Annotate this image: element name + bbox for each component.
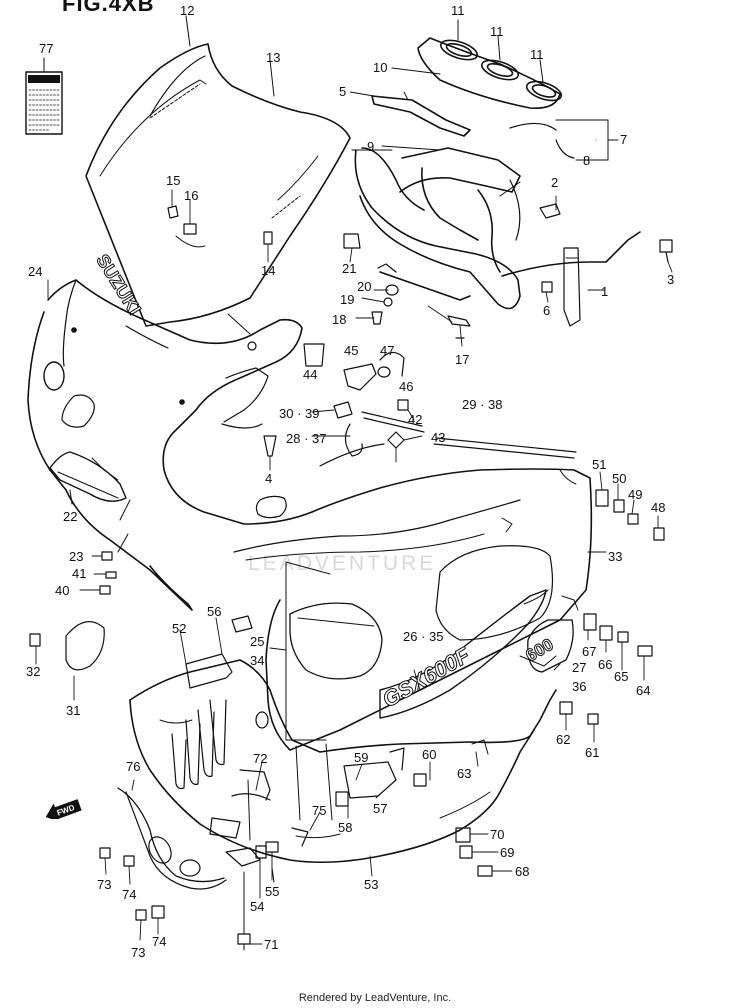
callout-4: 4 [265, 471, 273, 486]
callout-28-37: 28 · 37 [286, 431, 327, 446]
callout-36: 36 [572, 679, 587, 694]
meter-housing [391, 19, 619, 161]
windshield: SUZUKI [85, 15, 351, 327]
callout-12: 12 [180, 3, 195, 18]
callout-11a: 11 [451, 3, 465, 18]
callout-41: 41 [72, 566, 87, 581]
callout-60: 60 [422, 747, 437, 762]
callout-56: 56 [207, 604, 222, 619]
callout-51: 51 [592, 457, 607, 472]
callout-50: 50 [612, 471, 627, 486]
callout-5: 5 [339, 84, 347, 99]
callout-64: 64 [636, 683, 651, 698]
callout-48: 48 [651, 500, 666, 515]
callout-11c: 11 [530, 47, 544, 62]
callout-70: 70 [490, 827, 505, 842]
callout-58: 58 [338, 820, 353, 835]
callout-25: 25 [250, 634, 265, 649]
callout-32: 32 [26, 664, 41, 679]
callout-24: 24 [28, 264, 43, 279]
callout-69: 69 [500, 845, 515, 860]
callout-73a: 73 [97, 877, 112, 892]
callout-45: 45 [344, 343, 359, 358]
callout-29-38: 29 · 38 [462, 397, 503, 412]
callout-71: 71 [264, 937, 279, 952]
callout-16: 16 [184, 188, 199, 203]
callout-74b: 74 [152, 934, 167, 949]
callout-47: 47 [380, 343, 395, 358]
callout-59: 59 [354, 750, 369, 765]
callout-77: 77 [39, 41, 54, 56]
callout-43: 43 [431, 430, 446, 445]
fairing-stay [351, 95, 641, 327]
callout-21: 21 [342, 261, 357, 276]
callout-63: 63 [457, 766, 472, 781]
callout-66: 66 [598, 657, 613, 672]
callout-75: 75 [312, 803, 327, 818]
callout-53: 53 [364, 877, 379, 892]
callout-61: 61 [585, 745, 600, 760]
callout-76: 76 [126, 759, 141, 774]
callout-20: 20 [357, 279, 372, 294]
forward-arrow-icon: FWD [45, 799, 82, 819]
callout-9: 9 [367, 139, 375, 154]
callout-62: 62 [556, 732, 571, 747]
lower-cowling [117, 659, 557, 951]
callout-8: 8 [583, 153, 591, 168]
figure-number: FIG.4XB [62, 0, 155, 16]
callout-33: 33 [608, 549, 623, 564]
callout-23: 23 [69, 549, 84, 564]
callout-40: 40 [55, 583, 70, 598]
callout-57: 57 [373, 801, 388, 816]
callout-72: 72 [253, 751, 268, 766]
callout-2: 2 [551, 175, 559, 190]
callout-74a: 74 [122, 887, 137, 902]
callout-73b: 73 [131, 945, 146, 960]
callout-15: 15 [166, 173, 181, 188]
callout-1: 1 [601, 284, 609, 299]
callout-26-35: 26 · 35 [403, 629, 444, 644]
callout-3: 3 [667, 272, 675, 287]
callout-42: 42 [408, 412, 423, 427]
callout-19: 19 [340, 292, 355, 307]
callout-14: 14 [261, 263, 276, 278]
warning-label [25, 57, 63, 135]
callout-34: 34 [250, 653, 265, 668]
callout-13: 13 [266, 50, 281, 65]
callout-49: 49 [628, 487, 643, 502]
callout-44: 44 [303, 367, 318, 382]
callout-17: 17 [455, 352, 470, 367]
watermark: LEADVENTURE [248, 552, 437, 575]
callout-7: 7 [620, 132, 628, 147]
callout-67: 67 [582, 644, 597, 659]
callout-11b: 11 [490, 24, 504, 39]
callout-55: 55 [265, 884, 280, 899]
callout-27: 27 [572, 660, 587, 675]
upper-cowling [27, 279, 607, 751]
callout-68: 68 [515, 864, 530, 879]
hardware [29, 91, 673, 945]
callout-65: 65 [614, 669, 629, 684]
callout-22: 22 [63, 509, 78, 524]
callout-18: 18 [332, 312, 347, 327]
side-stripe: GSX600F 600 [378, 589, 574, 719]
callout-52: 52 [172, 621, 187, 636]
callout-30-39: 30 · 39 [279, 406, 320, 421]
callout-46: 46 [399, 379, 414, 394]
callout-10: 10 [373, 60, 388, 75]
callout-6: 6 [543, 303, 551, 318]
callout-31: 31 [66, 703, 81, 718]
callout-54: 54 [250, 899, 265, 914]
footer-credit: Rendered by LeadVenture, Inc. [298, 992, 452, 1004]
